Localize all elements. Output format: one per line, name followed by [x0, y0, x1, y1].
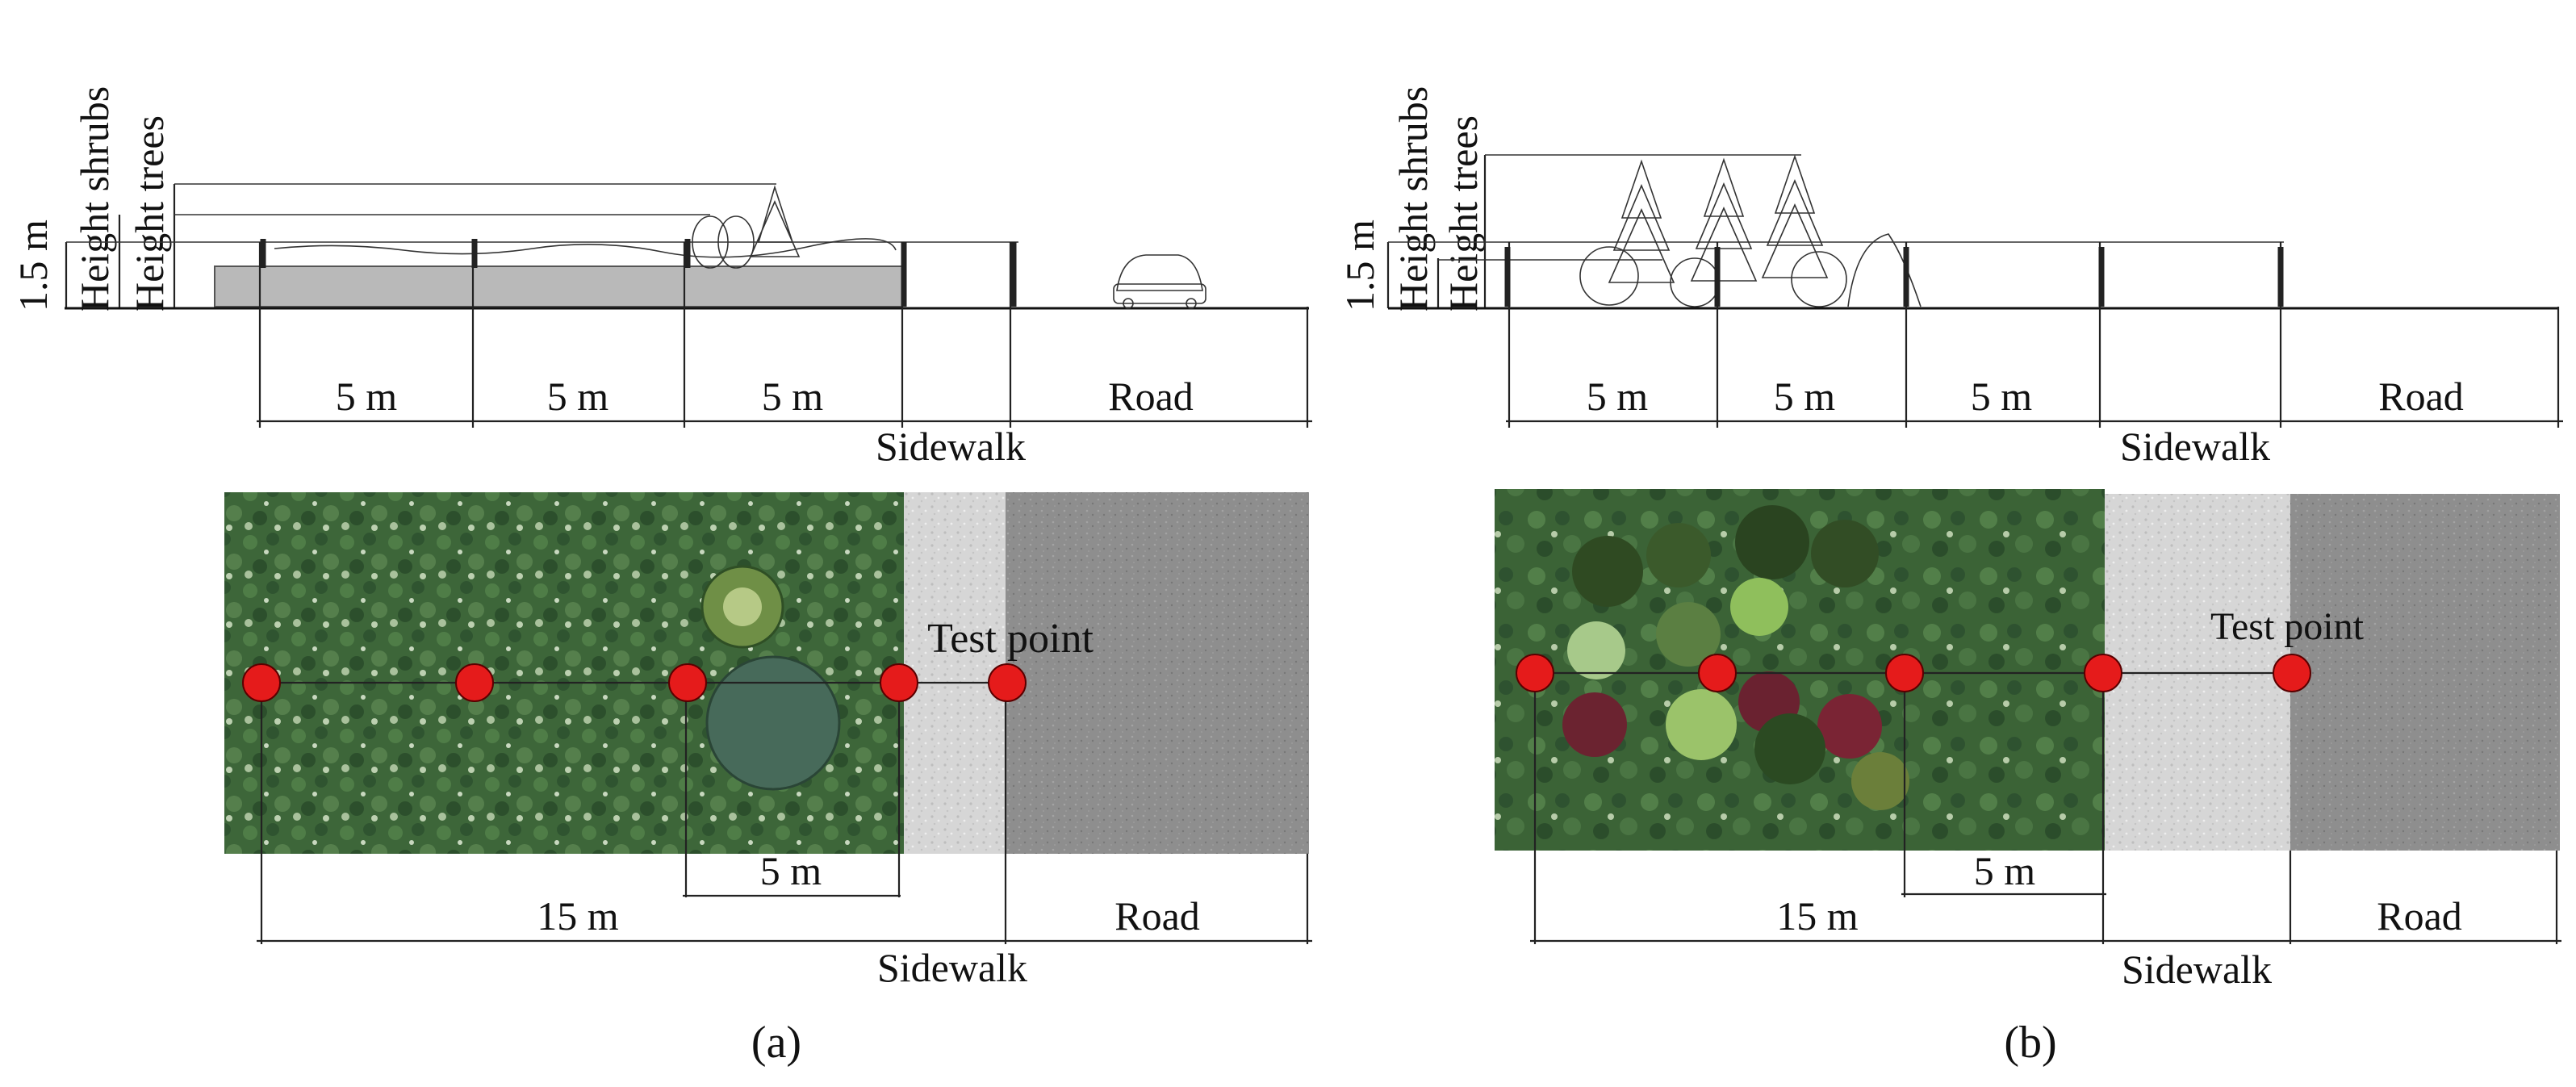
panel-b-section-sidewalk-label: Sidewalk — [2120, 424, 2270, 469]
panel-b-tree-3 — [1761, 154, 1829, 278]
panel-b-shrub-mid-2 — [1851, 752, 1909, 810]
test-point-marker — [1516, 654, 1554, 692]
panel-b-span-15m-label: 15 m — [1776, 893, 1859, 939]
panel-a-span-5m-label: 5 m — [760, 848, 822, 893]
test-point-marker — [2273, 654, 2311, 692]
panel-a-seg3-label: 5 m — [762, 374, 824, 419]
panel-a-plan-road-label: Road — [1114, 893, 1200, 939]
panel-a-plan-tree — [705, 655, 841, 791]
panel-a-shrub-1 — [692, 215, 729, 269]
panel-a-planter — [214, 265, 903, 307]
panel-a-plan: Test point 5 m 15 m Road Sidewalk — [224, 492, 1312, 990]
panel-a-height-trees-label: Height trees — [127, 115, 172, 311]
panel-a-road-area — [1006, 492, 1309, 854]
test-point-marker — [1698, 654, 1737, 692]
panel-b-shrub-dark-5 — [1754, 713, 1825, 784]
panel-a-section-road-label: Road — [1108, 374, 1194, 419]
panel-b-shrub-3 — [1791, 251, 1847, 307]
panel-a-hedge-outline — [274, 238, 897, 258]
panel-b-shrub-light-3 — [1666, 689, 1737, 760]
car-icon — [1113, 254, 1206, 309]
panel-a: 1.5 m Height shrubs Height trees — [10, 86, 1312, 1068]
panel-b-span-5m-label: 5 m — [1974, 848, 2036, 893]
panel-a-plan-sidewalk-label: Sidewalk — [877, 945, 1027, 990]
test-point-marker — [242, 663, 281, 702]
test-point-marker — [2084, 654, 2122, 692]
panel-b-section: 1.5 m Height shrubs Height trees — [1337, 86, 2563, 469]
panel-a-test-point-label: Test point — [927, 616, 1094, 662]
panel-b-shrub-dark-3 — [1735, 505, 1809, 579]
panel-a-section-sidewalk-label: Sidewalk — [876, 424, 1026, 469]
panel-b-seg2-label: 5 m — [1774, 374, 1836, 419]
panel-b-shrub-mid-1 — [1656, 602, 1721, 667]
panel-b-shrub-2 — [1670, 257, 1720, 307]
panel-b-shrub-1 — [1579, 246, 1639, 306]
panel-b-shrub-4 — [1847, 233, 1922, 307]
panel-b-shrub-light-1 — [1730, 578, 1788, 636]
panel-a-section: 1.5 m Height shrubs Height trees — [10, 86, 1312, 469]
panel-b-shrub-red-1 — [1562, 692, 1627, 757]
test-point-marker — [455, 663, 494, 702]
panel-b-plan: Test point 5 m 15 m Road Sidewalk — [1495, 489, 2561, 992]
test-point-marker — [668, 663, 707, 702]
test-point-marker — [880, 663, 918, 702]
panel-b-seg3-label: 5 m — [1971, 374, 2033, 419]
panel-b-height-trees-label: Height trees — [1441, 115, 1486, 311]
panel-b-height-shrubs-label: Height shrubs — [1390, 86, 1436, 311]
test-point-marker — [1885, 654, 1924, 692]
panel-b-plan-road-label: Road — [2377, 893, 2462, 939]
panel-a-height-1-5-label: 1.5 m — [10, 219, 56, 311]
panel-a-span-15m-label: 15 m — [537, 893, 619, 939]
panel-a-test-points — [242, 663, 1027, 702]
panel-b-test-point-label: Test point — [2210, 605, 2365, 648]
panel-a-seg1-label: 5 m — [336, 374, 398, 419]
panel-b-tree-2 — [1690, 157, 1758, 282]
panel-a-sidewalk-area — [904, 492, 1006, 854]
test-point-marker — [988, 663, 1027, 702]
panel-a-seg2-label: 5 m — [547, 374, 609, 419]
panel-b-shrub-dark-4 — [1811, 520, 1879, 587]
panel-b-shrub-light-2 — [1567, 621, 1625, 679]
panel-b-caption: (b) — [2004, 1018, 2056, 1068]
panel-b-height-1-5-label: 1.5 m — [1337, 219, 1382, 311]
panel-b: 1.5 m Height shrubs Height trees — [1337, 86, 2563, 1068]
panel-a-tree — [749, 185, 801, 257]
panel-b-shrub-dark-1 — [1572, 536, 1643, 607]
panel-a-height-shrubs-label: Height shrubs — [72, 86, 117, 311]
panel-b-plan-sidewalk-label: Sidewalk — [2122, 947, 2272, 992]
panel-b-tree-1 — [1608, 159, 1675, 283]
panel-b-seg1-label: 5 m — [1587, 374, 1649, 419]
panel-b-section-road-label: Road — [2378, 374, 2464, 419]
panel-a-shrub-2 — [717, 215, 755, 269]
panel-b-shrub-red-3 — [1817, 694, 1882, 759]
panel-b-test-points — [1516, 654, 2311, 692]
panel-b-shrub-dark-2 — [1646, 523, 1711, 587]
panel-b-road-area — [2290, 494, 2560, 851]
panel-a-plan-shrub-core — [723, 587, 762, 626]
panel-a-caption: (a) — [751, 1018, 801, 1068]
